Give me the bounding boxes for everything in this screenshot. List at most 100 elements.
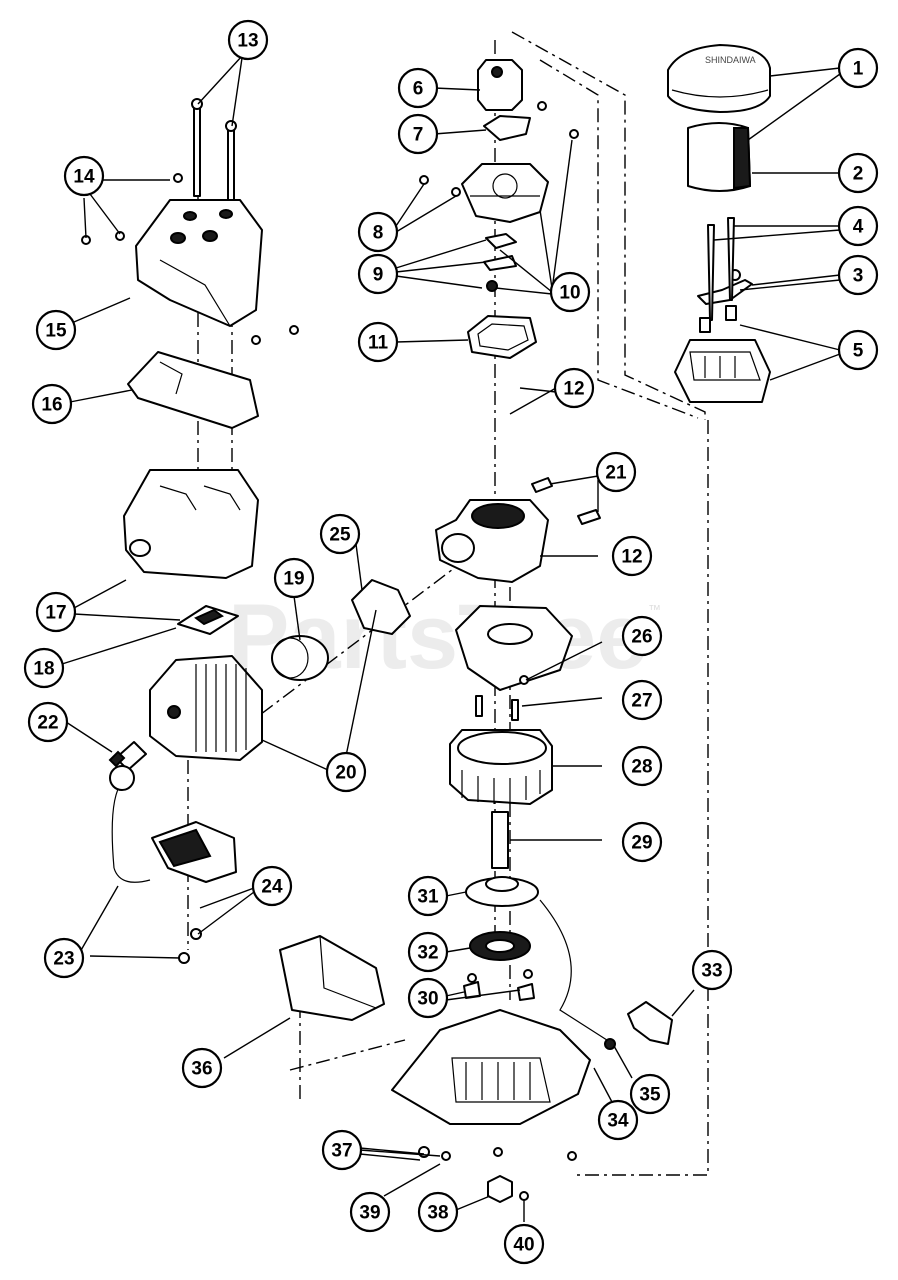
callout-25[interactable]: 25 xyxy=(319,513,361,555)
svg-text:11: 11 xyxy=(368,333,389,354)
svg-text:34: 34 xyxy=(607,1111,629,1132)
callout-3[interactable]: 3 xyxy=(837,254,879,296)
air-filter-base xyxy=(674,339,771,403)
piston xyxy=(271,635,329,681)
callouts: 1 2 3 4 5 6 7 8 9 10 11 12 12 13 14 15 1… xyxy=(23,19,879,1265)
fan-screws xyxy=(475,675,529,721)
svg-text:16: 16 xyxy=(41,395,62,416)
svg-text:21: 21 xyxy=(605,463,627,484)
starter-pulley xyxy=(465,876,539,907)
svg-text:32: 32 xyxy=(417,943,438,964)
starter-handle xyxy=(627,1001,673,1045)
starter-pawls xyxy=(463,969,535,1001)
svg-text:39: 39 xyxy=(359,1203,380,1224)
callout-31[interactable]: 31 xyxy=(407,875,449,917)
svg-text:17: 17 xyxy=(45,603,66,624)
callout-19[interactable]: 19 xyxy=(273,557,315,599)
svg-text:1: 1 xyxy=(853,59,864,80)
callout-29[interactable]: 29 xyxy=(621,821,663,863)
svg-text:4: 4 xyxy=(853,217,864,238)
callout-22[interactable]: 22 xyxy=(27,701,69,743)
svg-text:35: 35 xyxy=(639,1085,661,1106)
callout-26[interactable]: 26 xyxy=(621,615,663,657)
svg-text:10: 10 xyxy=(559,283,580,304)
callout-30[interactable]: 30 xyxy=(407,977,449,1019)
callout-5[interactable]: 5 xyxy=(837,329,879,371)
muffler xyxy=(123,469,259,579)
callout-1[interactable]: 1 xyxy=(837,47,879,89)
callout-39[interactable]: 39 xyxy=(349,1191,391,1233)
callout-12b[interactable]: 12 xyxy=(611,535,653,577)
svg-text:12: 12 xyxy=(563,379,584,400)
ignition-coil xyxy=(109,765,237,964)
starter-housing xyxy=(391,1009,591,1203)
starter-rope xyxy=(539,899,616,1050)
svg-text:28: 28 xyxy=(631,757,652,778)
carburetor-gasket xyxy=(467,315,537,359)
svg-text:38: 38 xyxy=(427,1203,448,1224)
svg-text:8: 8 xyxy=(373,223,384,244)
callout-13[interactable]: 13 xyxy=(227,19,269,61)
callout-34[interactable]: 34 xyxy=(597,1099,639,1141)
cylinder-gasket xyxy=(351,579,411,635)
svg-text:23: 23 xyxy=(53,949,74,970)
leader-lines xyxy=(61,55,841,1222)
callout-11[interactable]: 11 xyxy=(357,321,399,363)
callout-10[interactable]: 10 xyxy=(549,271,591,313)
callout-18[interactable]: 18 xyxy=(23,647,65,689)
callout-16[interactable]: 16 xyxy=(31,383,73,425)
callout-37[interactable]: 37 xyxy=(321,1129,363,1171)
mounting-bracket xyxy=(127,351,259,429)
callout-21[interactable]: 21 xyxy=(595,451,637,493)
callout-36[interactable]: 36 xyxy=(181,1047,223,1089)
callout-2[interactable]: 2 xyxy=(837,152,879,194)
callout-8[interactable]: 8 xyxy=(357,211,399,253)
cover-plate xyxy=(279,935,385,1021)
svg-text:5: 5 xyxy=(853,341,864,362)
callout-6[interactable]: 6 xyxy=(397,67,439,109)
carburetor-top-fitting xyxy=(477,59,547,111)
crankcase xyxy=(435,477,601,583)
svg-text:24: 24 xyxy=(261,877,283,898)
callout-35[interactable]: 35 xyxy=(629,1073,671,1115)
callout-14[interactable]: 14 xyxy=(63,155,105,197)
callout-28[interactable]: 28 xyxy=(621,745,663,787)
carburetor-body xyxy=(419,129,579,223)
svg-text:20: 20 xyxy=(335,763,356,784)
callout-24[interactable]: 24 xyxy=(251,865,293,907)
air-filter-screws xyxy=(699,217,737,333)
choke-lever xyxy=(697,269,753,305)
callout-23[interactable]: 23 xyxy=(43,937,85,979)
callout-32[interactable]: 32 xyxy=(407,931,449,973)
callout-38[interactable]: 38 xyxy=(417,1191,459,1233)
svg-text:27: 27 xyxy=(631,691,652,712)
spark-plug xyxy=(108,741,147,771)
callout-27[interactable]: 27 xyxy=(621,679,663,721)
callout-17[interactable]: 17 xyxy=(35,591,77,633)
svg-text:19: 19 xyxy=(283,569,304,590)
svg-text:14: 14 xyxy=(73,167,95,188)
svg-text:15: 15 xyxy=(45,321,67,342)
callout-12a[interactable]: 12 xyxy=(553,367,595,409)
fan-housing xyxy=(455,605,573,691)
svg-text:33: 33 xyxy=(701,961,722,982)
svg-text:18: 18 xyxy=(33,659,54,680)
callout-9[interactable]: 9 xyxy=(357,253,399,295)
svg-text:2: 2 xyxy=(853,164,864,185)
callout-40[interactable]: 40 xyxy=(503,1223,545,1265)
svg-text:25: 25 xyxy=(329,525,351,546)
callout-7[interactable]: 7 xyxy=(397,113,439,155)
callout-15[interactable]: 15 xyxy=(35,309,77,351)
watermark-trademark: ™ xyxy=(648,602,661,617)
svg-text:9: 9 xyxy=(373,265,384,286)
callout-33[interactable]: 33 xyxy=(691,949,733,991)
callout-20[interactable]: 20 xyxy=(325,751,367,793)
cylinder-cover xyxy=(135,199,263,327)
drive-shaft xyxy=(491,811,509,869)
callout-4[interactable]: 4 xyxy=(837,205,879,247)
svg-text:40: 40 xyxy=(513,1235,534,1256)
svg-text:6: 6 xyxy=(413,79,424,100)
svg-text:36: 36 xyxy=(191,1059,212,1080)
